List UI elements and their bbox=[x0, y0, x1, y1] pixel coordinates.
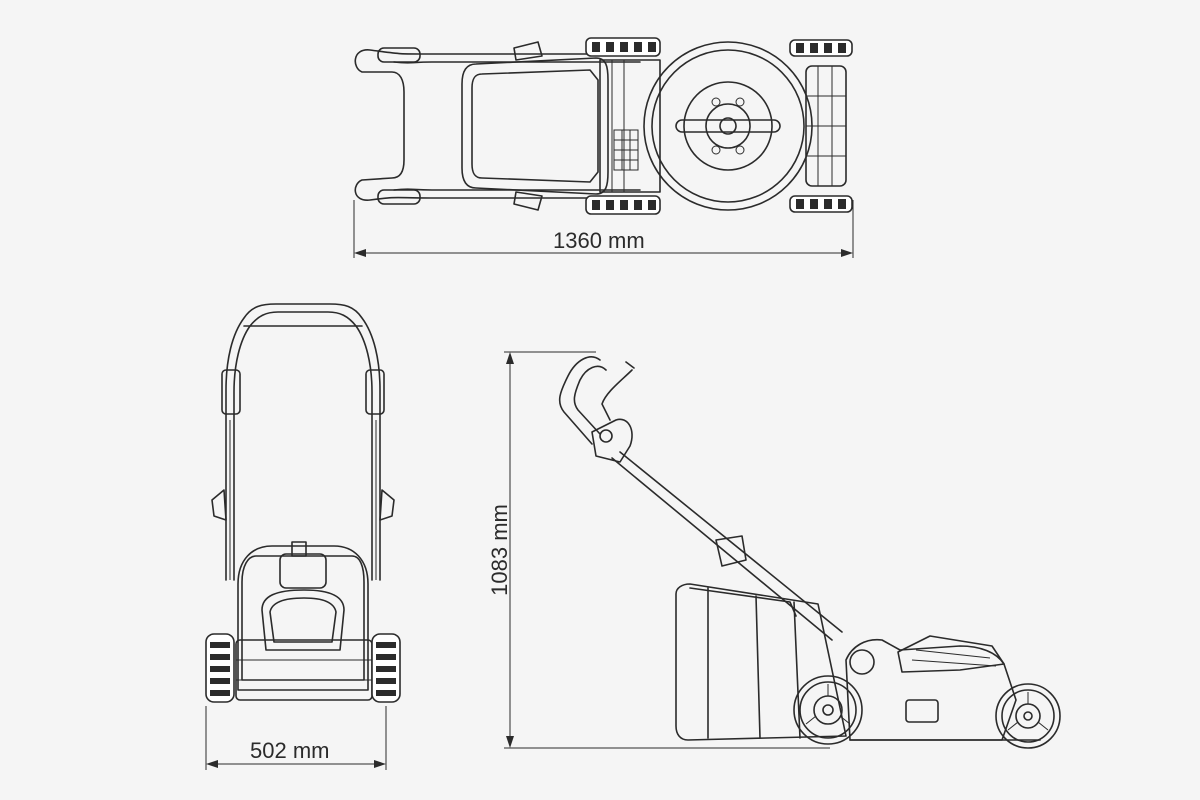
width-dimension-line bbox=[205, 706, 387, 770]
vent-grid bbox=[613, 129, 639, 171]
length-dimension-label: 1360 mm bbox=[553, 228, 645, 253]
wheel-front-bottom bbox=[789, 195, 853, 213]
wheel-front-top bbox=[789, 39, 853, 57]
wheel-rear-top bbox=[585, 37, 661, 57]
side-view-mower bbox=[558, 356, 1061, 749]
top-view-mower bbox=[354, 37, 853, 215]
side-view-wheel-front bbox=[995, 683, 1061, 749]
side-view-wheel-rear bbox=[793, 675, 863, 745]
height-dimension-label: 1083 mm bbox=[487, 504, 512, 596]
front-view-wheel-left bbox=[205, 633, 235, 703]
wheel-rear-bottom bbox=[585, 195, 661, 215]
length-dimension-line bbox=[353, 200, 854, 258]
height-dimension-line bbox=[504, 351, 830, 749]
width-dimension-label: 502 mm bbox=[250, 738, 330, 763]
front-view-mower bbox=[205, 303, 401, 703]
front-view-wheel-right bbox=[371, 633, 401, 703]
